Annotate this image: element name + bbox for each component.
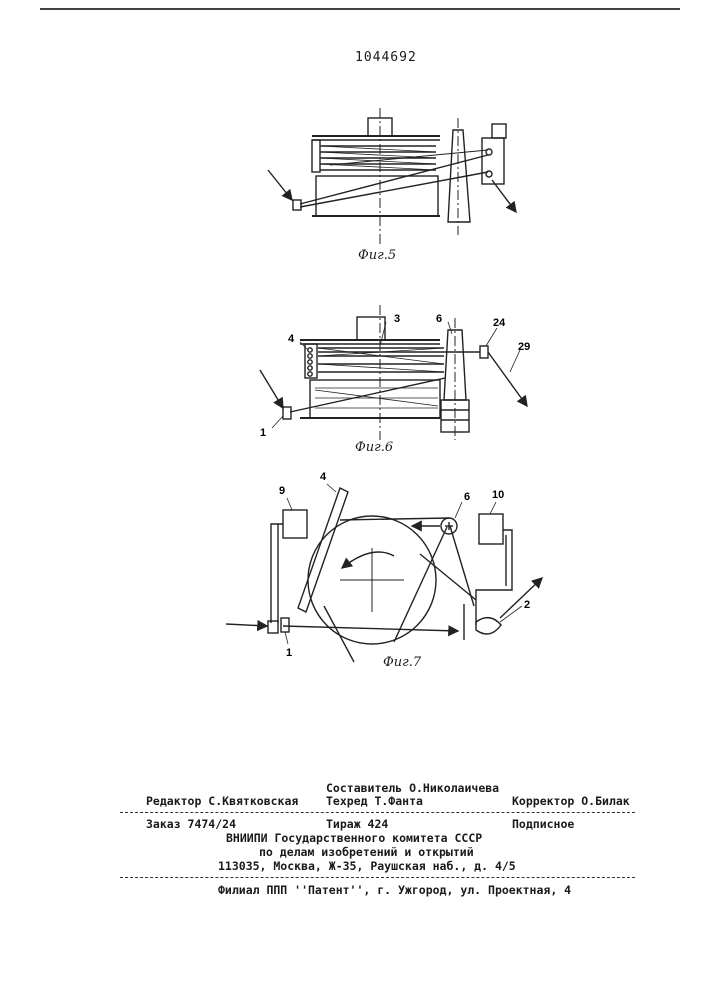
figure-6-caption: Фиг.6 — [355, 440, 393, 455]
imprint-techred: Техред Т.Фанта — [326, 794, 423, 808]
imprint-circulation: Тираж 424 — [326, 817, 388, 831]
figure-7-labels: 9 4 6 10 2 1 — [279, 471, 530, 659]
imprint-order: Заказ 7474/24 — [146, 817, 236, 831]
imprint-address: 113035, Москва, Ж-35, Раушская наб., д. … — [218, 859, 516, 873]
imprint-org-line1: ВНИИПИ Государственного комитета СССР — [226, 831, 482, 845]
imprint-compiler: Составитель О.Николаичева — [326, 781, 499, 795]
figure-5-drawing — [268, 108, 516, 245]
figure-6-labels: 3 4 6 24 29 1 — [260, 313, 530, 439]
fig7-label-4: 4 — [320, 471, 327, 483]
imprint-rule-bottom — [120, 877, 635, 878]
fig6-label-4: 4 — [288, 333, 295, 345]
fig6-label-24: 24 — [493, 317, 506, 329]
imprint-corrector: Корректор О.Билак — [512, 794, 630, 808]
fig7-label-2: 2 — [524, 599, 530, 611]
imprint-subscription: Подписное — [512, 817, 574, 831]
imprint-rule-top — [120, 812, 635, 813]
fig6-label-29: 29 — [518, 341, 530, 353]
figure-6-drawing — [260, 305, 527, 440]
figure-7-caption: Фиг.7 — [383, 655, 421, 670]
fig6-label-1: 1 — [260, 427, 266, 439]
fig7-label-6: 6 — [464, 491, 470, 503]
figure-5-caption: Фиг.5 — [358, 248, 396, 263]
imprint-org-line2: по делам изобретений и открытий — [259, 845, 474, 859]
imprint-branch: Филиал ППП ''Патент'', г. Ужгород, ул. П… — [218, 883, 571, 897]
fig6-label-6: 6 — [436, 313, 442, 325]
figure-7-drawing — [226, 484, 542, 662]
fig7-label-10: 10 — [492, 489, 504, 501]
fig7-label-9: 9 — [279, 485, 285, 497]
imprint-editor: Редактор С.Квятковская — [146, 794, 298, 808]
fig6-label-3: 3 — [394, 313, 400, 325]
fig7-label-1: 1 — [286, 647, 292, 659]
